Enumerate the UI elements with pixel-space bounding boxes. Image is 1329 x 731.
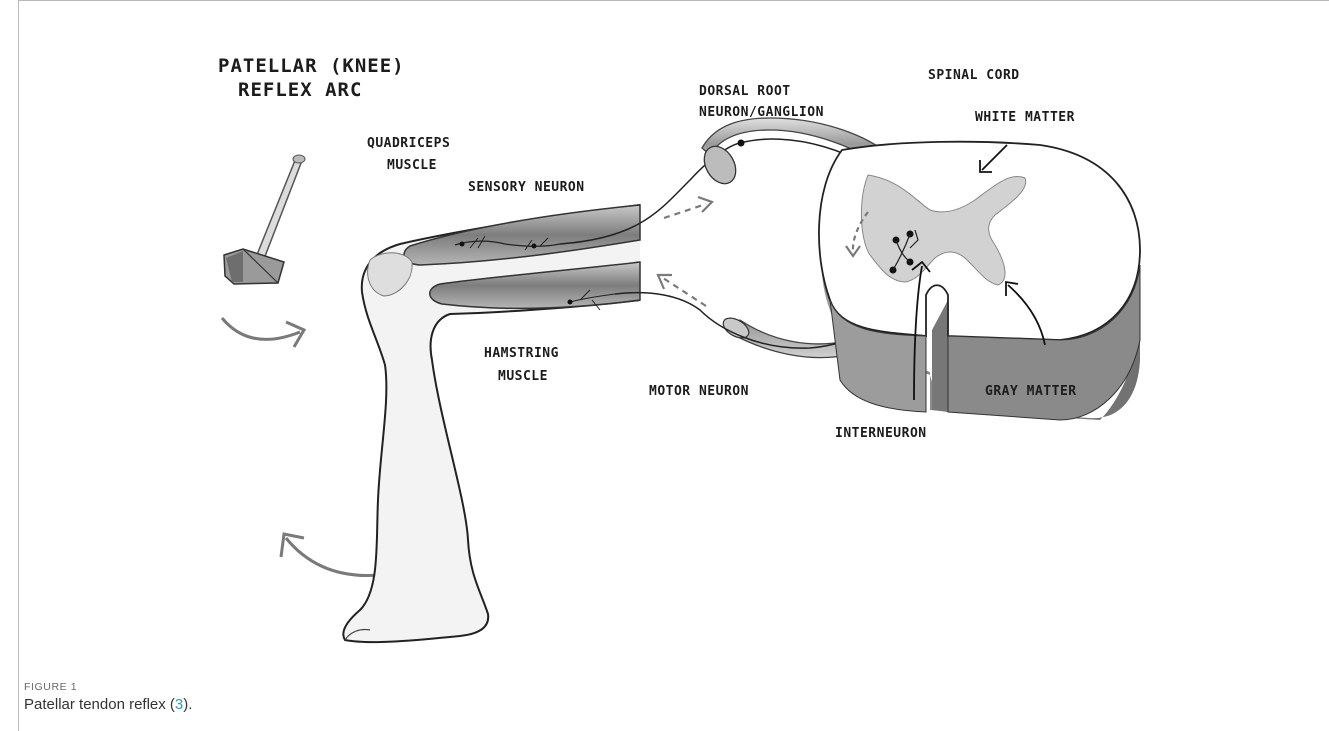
kick-arrow-icon <box>281 534 380 576</box>
label-motor-neuron: MOTOR NEURON <box>649 384 749 399</box>
label-gray-matter: GRAY MATTER <box>985 384 1077 399</box>
spinal-cord-cross-section <box>819 142 1140 420</box>
title-line-1: PATELLAR (KNEE) <box>218 55 405 77</box>
leg-drawing <box>343 205 640 642</box>
label-dorsal-root-2: NEURON/GANGLION <box>699 105 824 120</box>
title-line-2: REFLEX ARC <box>238 79 362 101</box>
label-sensory-neuron: SENSORY NEURON <box>468 180 585 195</box>
label-interneuron: INTERNEURON <box>835 426 927 441</box>
caption-reference-link[interactable]: 3 <box>175 696 183 713</box>
figure-caption: Patellar tendon reflex (3). <box>24 696 192 713</box>
label-quadriceps-1: QUADRICEPS <box>367 136 450 151</box>
label-dorsal-root-1: DORSAL ROOT <box>699 84 791 99</box>
label-hamstring-2: MUSCLE <box>498 369 548 384</box>
figure-number: FIGURE 1 <box>24 681 77 693</box>
caption-suffix: ). <box>183 696 192 713</box>
swing-arrow-icon <box>222 318 304 347</box>
label-hamstring-1: HAMSTRING <box>484 346 559 361</box>
label-white-matter: WHITE MATTER <box>975 110 1075 125</box>
label-quadriceps-2: MUSCLE <box>387 158 437 173</box>
caption-prefix: Patellar tendon reflex ( <box>24 696 175 713</box>
label-spinal-cord: SPINAL CORD <box>928 68 1020 83</box>
reflex-hammer-icon <box>224 155 305 284</box>
